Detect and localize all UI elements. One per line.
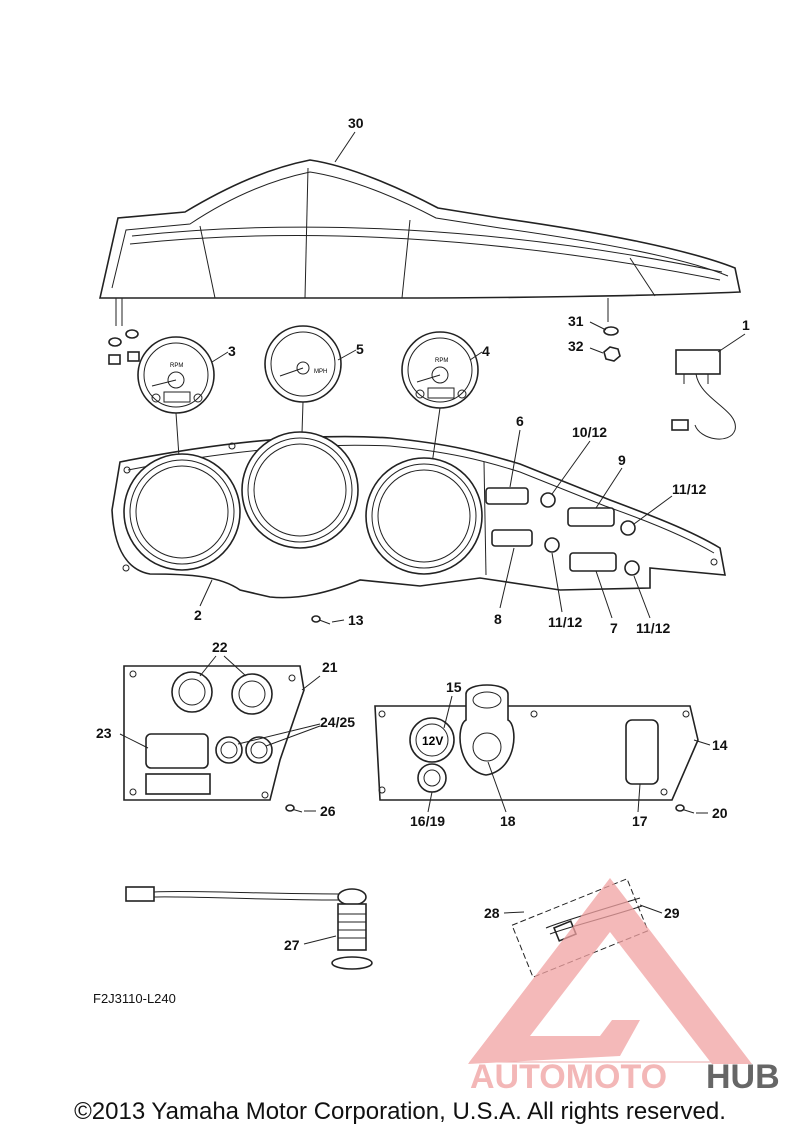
leader-22b [223,655,247,677]
callout-4: 4 [482,343,490,359]
leader-14 [693,739,711,746]
leader-11-12a [633,495,673,525]
leader-13 [331,619,345,623]
callout-16-19: 16/19 [410,813,445,829]
leader-29 [639,904,663,914]
callout-3: 3 [228,343,236,359]
screw-26 [285,804,303,813]
leader-10-12 [551,440,591,495]
leader-31 [589,321,607,331]
washer-nut-set [108,326,621,365]
callout-20: 20 [712,805,728,821]
callout-17: 17 [632,813,648,829]
callout-7: 7 [610,620,618,636]
leader-1 [717,333,746,353]
watermark-hub: HUB [706,1058,780,1096]
leader-15 [443,695,453,729]
watermark-automoto: AUTOMOTO [470,1058,667,1096]
tachometer-right: RPM [401,331,479,409]
screw-13 [311,615,331,625]
callout-11-12c: 11/12 [636,620,670,636]
callout-23: 23 [96,725,112,741]
callout-2: 2 [194,607,202,623]
tacho-right-unit: RPM [435,358,448,364]
callout-26: 26 [320,803,336,819]
leader-28 [503,911,525,914]
leader-24-25a [237,723,321,745]
tachometer-left: RPM [137,336,215,414]
leader-3 [211,351,229,363]
callout-11-12b: 11/12 [548,614,582,630]
leader-23 [119,733,149,749]
outlet-panel-right: 12V [374,684,699,801]
leader-24-25b [265,725,321,747]
callout-18: 18 [500,813,516,829]
callout-31: 31 [568,313,584,329]
callout-29: 29 [664,905,680,921]
callout-22: 22 [212,639,228,655]
callout-6: 6 [516,413,524,429]
leader-11-12b [551,552,563,613]
leader-21 [301,675,321,691]
callout-27: 27 [284,937,300,953]
screw-20 [675,804,695,814]
callout-15: 15 [446,679,462,695]
callout-5: 5 [356,341,364,357]
switch-panel-left [123,665,305,801]
callout-10-12: 10/12 [572,424,607,440]
speedometer: MPH [264,325,342,403]
leader-22a [199,655,217,677]
leader-6 [509,429,521,488]
automotohub-logo: AUTOMOTO HUB [468,878,780,1096]
callout-9: 9 [618,452,626,468]
callout-1: 1 [742,317,750,333]
copyright-notice: ©2013 Yamaha Motor Corporation, U.S.A. A… [74,1098,726,1125]
tacho-left-unit: RPM [170,363,183,369]
callout-11-12a: 11/12 [672,481,706,497]
leader-8 [499,547,515,609]
callout-14: 14 [712,737,728,753]
callout-24-25: 24/25 [320,714,355,730]
leader-17 [637,783,641,813]
electronic-module [671,349,736,440]
leader-30 [334,131,356,163]
leader-27 [303,935,337,945]
callout-8: 8 [494,611,502,627]
leader-2 [199,579,213,607]
leader-16-19 [427,791,433,813]
outlet-12v-label: 12V [422,734,443,748]
leader-7 [595,570,613,619]
diagram-code: F2J3110-L240 [93,991,176,1006]
callout-32: 32 [568,338,584,354]
callout-21: 21 [322,659,338,675]
cover-hood [99,159,741,326]
leader-9 [595,467,623,509]
leader-11-12c [633,575,651,619]
leader-18 [487,761,507,813]
speedo-unit: MPH [314,369,327,375]
callout-28: 28 [484,905,500,921]
cable-harness [125,886,373,970]
callout-30: 30 [348,115,364,131]
leader-5 [337,349,357,361]
callout-13: 13 [348,612,364,628]
leader-32 [589,347,604,354]
leader-4 [469,351,483,361]
dash-panel [111,431,726,599]
